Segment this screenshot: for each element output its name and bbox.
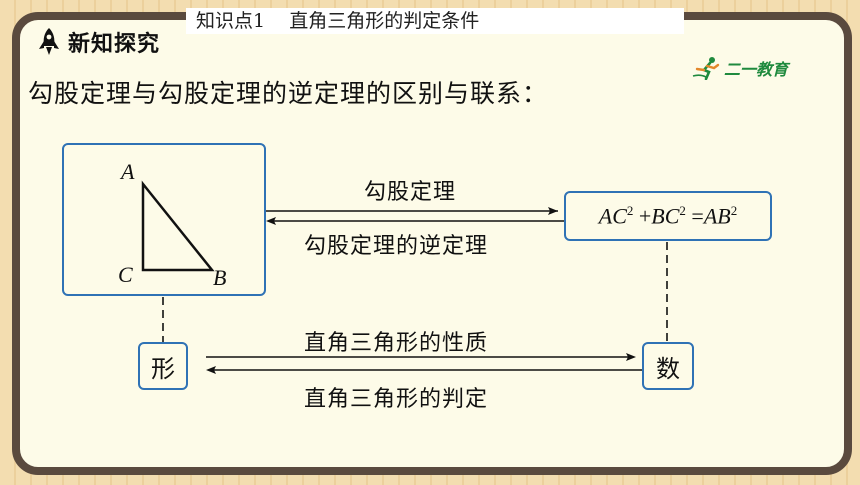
determination-arrowhead xyxy=(206,366,216,374)
formula-term-ab: AB xyxy=(703,203,731,229)
formula-exp-2: 2 xyxy=(679,202,686,218)
vertex-label-c: C xyxy=(118,262,133,287)
number-label: 数 xyxy=(656,354,680,383)
rocket-icon xyxy=(39,28,59,55)
formula-term-ac: AC xyxy=(598,203,627,229)
intro-text: 勾股定理与勾股定理的逆定理的区别与联系： xyxy=(28,79,549,108)
formula-plus: + xyxy=(633,203,652,229)
section-title: 新知探究 xyxy=(68,32,161,57)
section-header: 新知探究 xyxy=(36,26,160,58)
formula-box: AC2 +BC2 =AB2 xyxy=(564,191,772,241)
right-triangle xyxy=(141,180,215,272)
property-arrowhead xyxy=(626,353,636,361)
formula-exp-3: 2 xyxy=(730,202,738,218)
topic-tab: 知识点1 直角三角形的判定条件 xyxy=(186,8,684,34)
number-box: 数 xyxy=(642,342,694,390)
determination-label: 直角三角形的判定 xyxy=(304,387,489,412)
formula-term-bc: BC xyxy=(651,203,680,229)
shape-label: 形 xyxy=(151,354,175,383)
pythagorean-formula: AC2 +BC2 =AB2 xyxy=(599,203,737,229)
formula-equals: = xyxy=(685,203,704,229)
theorem-arrowhead xyxy=(548,207,558,215)
property-label: 直角三角形的性质 xyxy=(304,331,489,356)
runner-logo-icon xyxy=(692,57,720,80)
brand-logo: 二一教育 xyxy=(692,56,788,80)
formula-exp-1: 2 xyxy=(626,202,634,218)
logo-text: 二一教育 xyxy=(724,60,789,79)
vertex-label-a: A xyxy=(121,159,135,184)
vertex-label-b: B xyxy=(213,265,227,290)
shape-box: 形 xyxy=(138,342,188,390)
converse-arrowhead xyxy=(266,217,276,225)
converse-label: 勾股定理的逆定理 xyxy=(304,234,489,259)
theorem-label: 勾股定理 xyxy=(364,180,457,205)
